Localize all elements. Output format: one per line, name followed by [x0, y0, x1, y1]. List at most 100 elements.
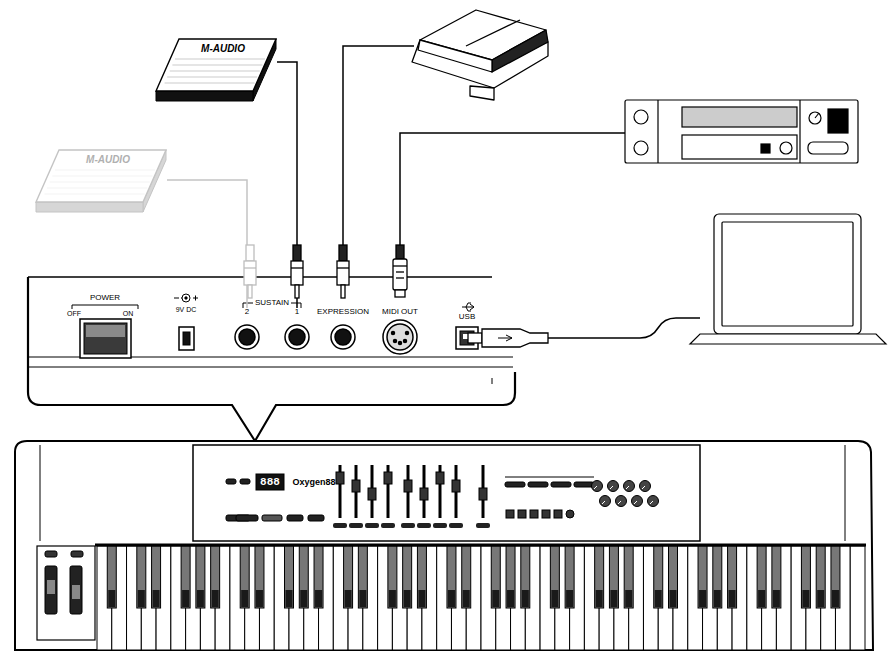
usb-cable — [548, 318, 700, 338]
black-key — [358, 546, 367, 608]
power-switch — [72, 305, 138, 358]
dc-jack-part — [195, 296, 196, 301]
black-key — [314, 546, 323, 608]
transport-controls-part — [542, 510, 550, 518]
black-key-part — [506, 546, 515, 608]
switch-position: OFF — [67, 310, 81, 317]
expression-jack: EXPRESSION — [314, 308, 373, 354]
knob-part — [650, 501, 653, 504]
fader-part — [452, 480, 460, 492]
fader-part — [352, 480, 360, 492]
fader-part — [436, 472, 444, 484]
keyboard-body-part — [45, 551, 57, 557]
fader-part — [333, 523, 347, 528]
switch-position: ON — [123, 310, 134, 317]
black-key — [491, 546, 500, 608]
black-key-part — [108, 590, 115, 607]
knob-part — [626, 486, 629, 489]
keyboard-body-part — [37, 546, 95, 640]
knob — [632, 496, 643, 507]
black-key — [388, 546, 397, 608]
dc-jack-part — [182, 294, 190, 302]
sound-module-part — [799, 100, 800, 163]
fader — [417, 465, 431, 528]
fader-part — [417, 523, 431, 528]
black-key-part — [729, 590, 736, 607]
sustain-pedal-optional: M-AUDIO — [33, 148, 169, 218]
sustain-plug — [291, 245, 303, 298]
black-key — [521, 546, 530, 608]
quarter-inch-jacks-part — [335, 329, 351, 345]
fader-part — [381, 523, 395, 528]
sound-module-part — [682, 107, 797, 127]
sound-module-part — [828, 109, 848, 133]
fader-part — [479, 488, 487, 500]
rear-panel-callout-part — [28, 367, 513, 368]
sustain-jack: 1 — [283, 308, 311, 354]
knob-part — [602, 501, 605, 504]
knob-part — [640, 481, 651, 492]
black-key — [506, 546, 515, 608]
black-key — [713, 546, 722, 608]
midi-jack — [383, 320, 417, 354]
keyboard-body-part — [845, 445, 846, 541]
knob — [616, 496, 627, 507]
black-key-part — [182, 590, 189, 607]
midi-cable — [400, 133, 625, 246]
black-key-part — [403, 546, 412, 608]
keyboard-body-part — [70, 566, 82, 614]
rear-panel-callout-part — [28, 276, 492, 278]
expression-pedal — [412, 10, 548, 100]
sustain-plug-grey — [244, 245, 256, 298]
knob-part — [600, 496, 611, 507]
black-key-part — [655, 590, 662, 607]
white-key — [850, 546, 865, 650]
expression-pedal-part — [418, 40, 492, 72]
sound-module-part — [634, 141, 648, 155]
fader — [433, 465, 447, 528]
black-key-part — [625, 590, 632, 607]
black-key-part — [551, 590, 558, 607]
black-key — [550, 546, 559, 608]
sound-module-part — [657, 100, 658, 163]
midi-plug-part — [396, 245, 404, 259]
black-key — [417, 546, 426, 608]
power-switch-part — [86, 325, 125, 337]
quarter-inch-jacks-part — [289, 329, 305, 345]
black-key-part — [211, 546, 220, 608]
expression-plug-part — [341, 285, 345, 298]
black-key — [152, 546, 161, 608]
black-key-part — [389, 590, 396, 607]
black-key-part — [728, 546, 737, 608]
black-key — [816, 546, 825, 608]
knob-part — [610, 486, 613, 489]
black-key-part — [714, 590, 721, 607]
black-key — [698, 546, 707, 608]
fader-part — [384, 472, 392, 484]
black-key — [181, 546, 190, 608]
sustain-plug-grey-part — [248, 285, 252, 298]
expression-pedal-part — [492, 30, 548, 72]
knob-part — [642, 486, 645, 489]
port-label: 1 — [283, 308, 311, 317]
black-key — [831, 546, 840, 608]
keyboard-body — [15, 441, 873, 650]
black-key-part — [609, 546, 618, 608]
sound-module-part — [808, 142, 848, 154]
power-switch-part — [84, 323, 127, 354]
midi-plug-part — [393, 265, 407, 266]
black-key-part — [286, 590, 293, 607]
usb-plug-part — [482, 329, 548, 347]
control-panel-part — [287, 515, 303, 521]
black-key — [624, 546, 633, 608]
power-input-label: 9V DC — [176, 306, 197, 313]
black-key — [772, 546, 781, 608]
black-key-part — [772, 546, 781, 608]
port-label: EXPRESSION — [314, 308, 373, 317]
fader — [476, 465, 490, 528]
dc-jack — [174, 294, 198, 350]
control-panel-part — [226, 479, 236, 484]
black-key-part — [137, 546, 146, 608]
usb-port: USB — [454, 313, 480, 353]
